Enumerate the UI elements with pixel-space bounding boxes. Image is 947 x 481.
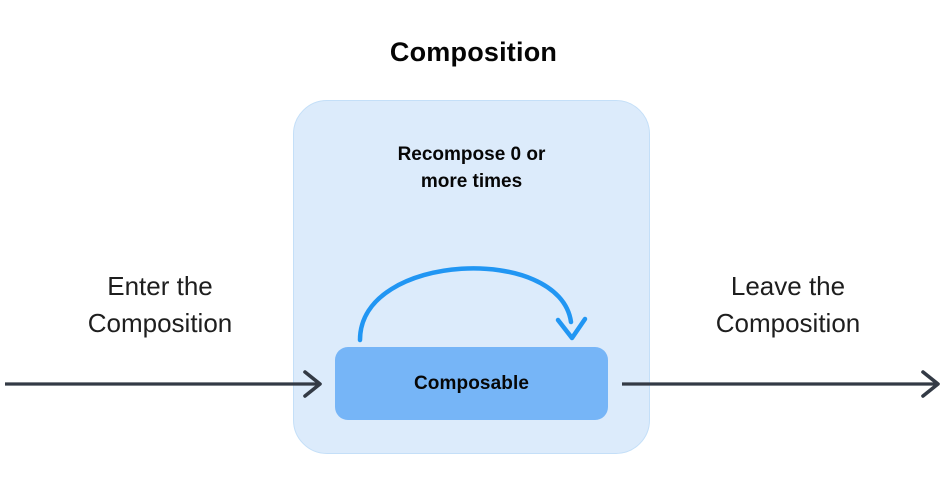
- enter-caption-line-2: Composition: [87, 307, 233, 338]
- leave-caption-line-2: Composition: [715, 307, 861, 338]
- recompose-loop-arrow-icon: [357, 266, 588, 343]
- enter-caption-line-1: Enter the: [107, 271, 213, 301]
- composable-label: Composable: [413, 372, 530, 394]
- enter-composition-caption: Enter the Composition: [24, 268, 296, 342]
- recompose-caption: Recompose 0 or more times: [303, 142, 640, 196]
- leave-composition-arrow-icon: [622, 370, 940, 398]
- enter-composition-arrow-icon: [5, 370, 322, 398]
- recompose-caption-line-2: more times: [420, 170, 523, 192]
- recompose-caption-line-1: Recompose 0 or: [397, 144, 546, 165]
- page-title: Composition: [389, 37, 558, 67]
- leave-composition-caption: Leave the Composition: [652, 268, 924, 342]
- composable-box[interactable]: Composable: [335, 347, 608, 420]
- leave-caption-line-1: Leave the: [730, 271, 846, 301]
